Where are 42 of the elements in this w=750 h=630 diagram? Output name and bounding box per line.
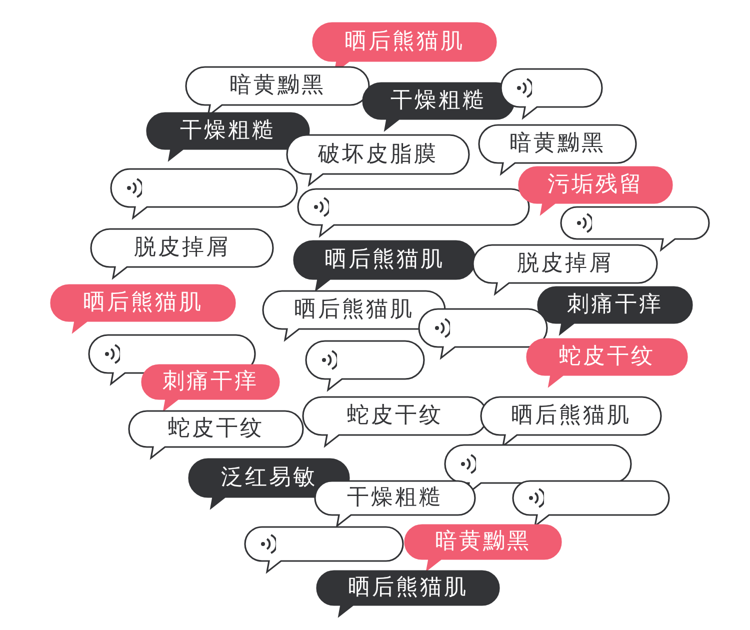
bubble-text: 晒后熊猫肌 (347, 575, 469, 601)
bubble-text: 蛇皮干纹 (346, 403, 444, 429)
voice-message-bubble (297, 188, 530, 238)
speech-bubble (362, 82, 515, 132)
speech-bubble (526, 338, 688, 388)
bubble-text: 晒后熊猫肌 (324, 247, 446, 273)
bubble-text: 干燥粗糙 (346, 485, 444, 511)
speech-bubble (50, 284, 236, 334)
bubble-text: 干燥粗糙 (390, 88, 488, 114)
bubble-text: 脱皮掉屑 (516, 251, 614, 277)
bubble-text: 暗黄黝黑 (508, 131, 606, 157)
voice-message-bubble (560, 206, 710, 252)
bubble-text: 暗黄黝黑 (228, 73, 326, 99)
bubble-text: 晒后熊猫肌 (344, 29, 466, 55)
bubble-text: 脱皮掉屑 (133, 235, 231, 261)
speech-bubble (404, 524, 562, 572)
voice-message-bubble (244, 526, 404, 574)
speech-bubble (286, 134, 470, 187)
bubble-text: 污垢残留 (546, 172, 644, 198)
speech-bubble (537, 286, 693, 336)
speech-bubble (90, 228, 274, 280)
voice-message-bubble (500, 68, 603, 120)
bubble-text: 晒后熊猫肌 (293, 297, 415, 323)
bubble-text: 晒后熊猫肌 (82, 290, 204, 316)
speech-bubble (293, 240, 476, 292)
bubble-text: 破坏皮脂膜 (317, 142, 439, 168)
bubble-text: 蛇皮干纹 (558, 344, 656, 370)
speech-bubble (141, 364, 280, 412)
bubble-text: 暗黄黝黑 (434, 529, 532, 555)
bubble-text: 晒后熊猫肌 (510, 403, 632, 429)
speech-bubble (128, 410, 304, 460)
bubble-text: 干燥粗糙 (179, 118, 277, 144)
speech-bubble (146, 112, 310, 162)
bubble-text: 泛红易敏 (220, 465, 318, 491)
voice-message-bubble (110, 168, 298, 220)
bubble-text: 刺痛干痒 (162, 369, 260, 395)
speech-bubble (316, 570, 500, 618)
voice-message-bubble (418, 308, 548, 360)
bubble-text: 刺痛干痒 (566, 292, 664, 318)
voice-message-bubble (305, 340, 425, 392)
bubble-text: 蛇皮干纹 (167, 416, 265, 442)
speech-bubble (314, 480, 476, 528)
